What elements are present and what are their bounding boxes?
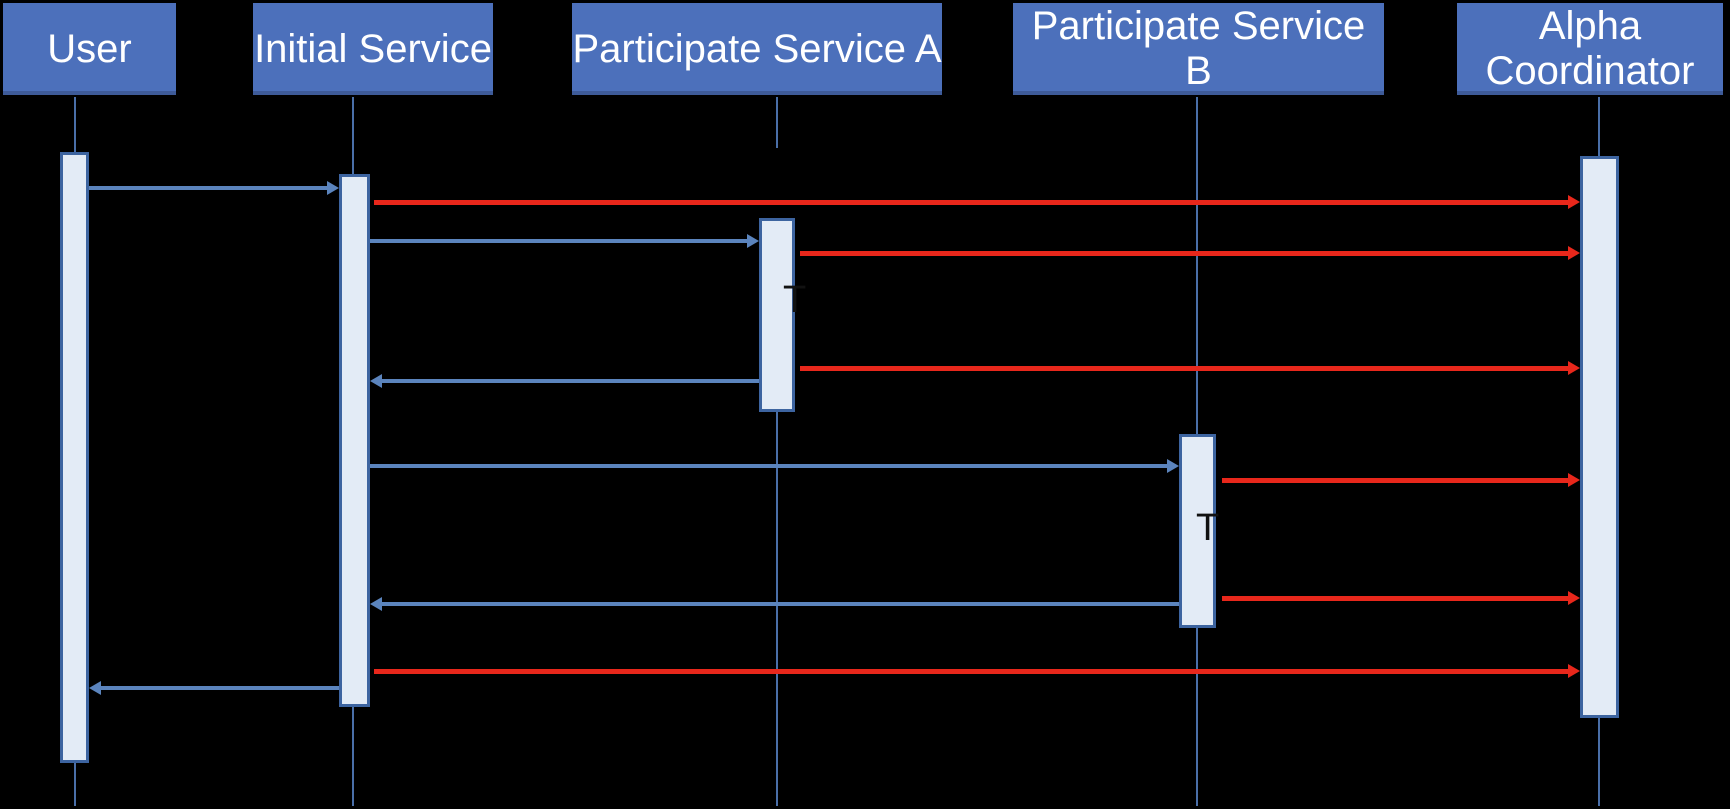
arrowhead-icon: [370, 374, 382, 388]
message-line: [89, 186, 328, 190]
arrowhead-icon: [1568, 361, 1580, 375]
activation-participate-service-b: [1179, 434, 1216, 628]
message-arrow-12: [89, 680, 339, 696]
message-line: [370, 464, 1168, 468]
message-line: [370, 239, 748, 243]
lifeline-initial-service: [352, 707, 354, 806]
message-arrow-9: [1222, 590, 1580, 606]
lifeline-initial-service: [352, 97, 354, 174]
message-arrow-4: [800, 245, 1580, 261]
message-line: [800, 250, 1569, 256]
actor-box-user: User: [3, 3, 176, 95]
message-line: [100, 686, 339, 690]
message-arrow-1: [89, 180, 339, 196]
actor-box-alpha-coordinator: Alpha Coordinator: [1457, 3, 1723, 95]
lifeline-alpha-coordinator: [1598, 97, 1600, 156]
arrowhead-icon: [1568, 246, 1580, 260]
arrowhead-icon: [89, 681, 101, 695]
activation-label-1: T: [783, 279, 807, 321]
actor-label-participate-service-b: Participate Service B: [1031, 4, 1366, 93]
message-arrow-3: [370, 233, 759, 249]
activation-user: [60, 152, 89, 763]
arrowhead-icon: [1568, 473, 1580, 487]
arrowhead-icon: [1568, 591, 1580, 605]
message-arrow-7: [370, 458, 1179, 474]
message-arrow-10: [370, 596, 1179, 612]
activation-alpha-coordinator: [1580, 156, 1619, 718]
message-arrow-5: [800, 360, 1580, 376]
actor-box-initial-service: Initial Service: [253, 3, 493, 95]
actor-label-participate-service-a: Participate Service A: [572, 26, 942, 71]
activation-label-2: T: [1196, 507, 1220, 549]
arrowhead-icon: [327, 181, 339, 195]
activation-participate-service-a: [759, 218, 795, 412]
message-line: [374, 199, 1569, 205]
message-arrow-6: [370, 373, 759, 389]
arrowhead-icon: [1568, 195, 1580, 209]
lifeline-alpha-coordinator: [1598, 718, 1600, 806]
lifeline-participate-service-a: [776, 412, 778, 806]
lifeline-participate-service-b: [1196, 628, 1198, 806]
message-arrow-11: [374, 663, 1580, 679]
message-line: [381, 602, 1179, 606]
arrowhead-icon: [747, 234, 759, 248]
message-line: [1222, 477, 1569, 483]
message-line: [800, 365, 1569, 371]
lifeline-participate-service-a: [776, 97, 778, 148]
message-line: [374, 668, 1569, 674]
actor-label-alpha-coordinator: Alpha Coordinator: [1485, 4, 1695, 93]
arrowhead-icon: [1568, 664, 1580, 678]
lifeline-user: [74, 763, 76, 806]
activation-initial-service: [339, 174, 370, 707]
message-line: [381, 379, 759, 383]
actor-label-initial-service: Initial Service: [254, 26, 492, 71]
message-arrow-8: [1222, 472, 1580, 488]
message-line: [1222, 595, 1569, 601]
arrowhead-icon: [1167, 459, 1179, 473]
actor-box-participate-service-a: Participate Service A: [572, 3, 942, 95]
actor-label-user: User: [47, 26, 132, 71]
actor-box-participate-service-b: Participate Service B: [1013, 3, 1384, 95]
lifeline-participate-service-b: [1196, 97, 1198, 434]
lifeline-user: [74, 97, 76, 152]
message-arrow-2: [374, 194, 1580, 210]
arrowhead-icon: [370, 597, 382, 611]
